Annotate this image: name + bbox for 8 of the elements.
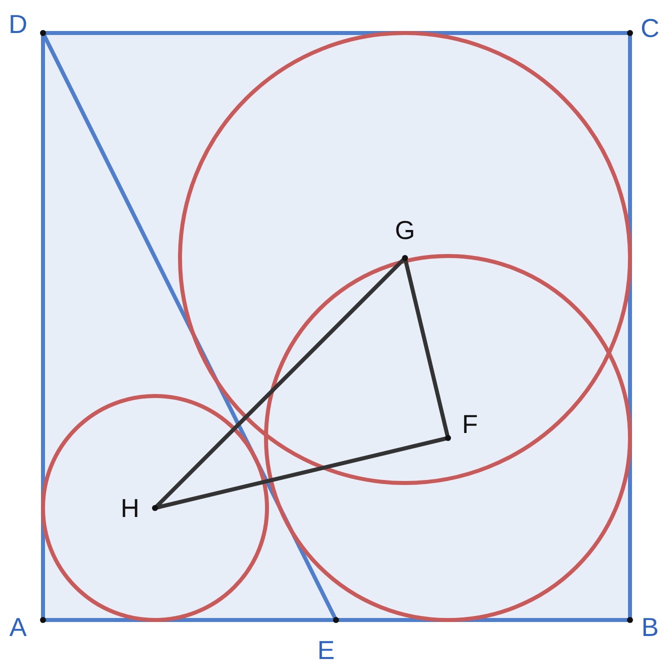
point-label: E bbox=[317, 637, 335, 663]
point-label: H bbox=[120, 495, 140, 521]
point-label: G bbox=[394, 217, 416, 243]
point-label: A bbox=[9, 614, 27, 640]
point-label: C bbox=[640, 15, 660, 41]
point-label: B bbox=[641, 614, 659, 640]
point-label: F bbox=[462, 411, 478, 437]
point-label: D bbox=[8, 11, 28, 37]
